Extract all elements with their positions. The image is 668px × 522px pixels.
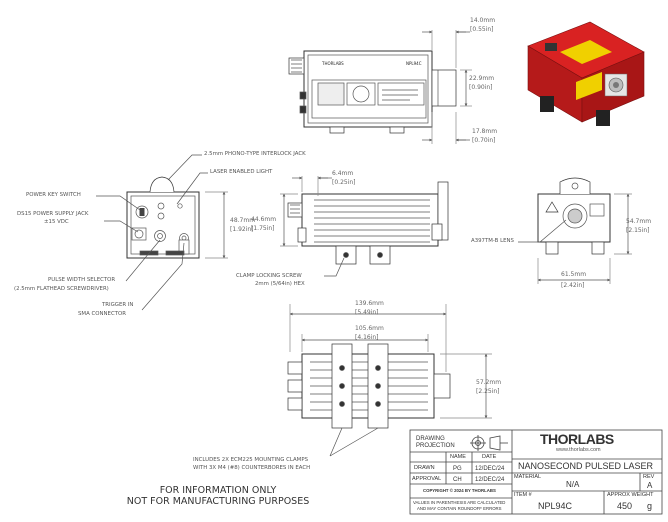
tb-col-date: DATE (482, 454, 497, 460)
dim-bottom-length-mm: 139.6mm (355, 300, 384, 307)
tb-col-name: NAME (450, 454, 466, 460)
dim-side-offset-mm: 6.4mm (332, 170, 354, 177)
tb-item-label: ITEM # (514, 492, 532, 498)
tb-item: NPL94C (538, 501, 573, 511)
callout-pulse-line1: PULSE WIDTH SELECTOR (48, 277, 116, 283)
disclaimer-line2: NOT FOR MANUFACTURING PURPOSES (126, 496, 310, 507)
dim-side-offset-in: [0.25in] (332, 179, 356, 186)
callout-trigger-line1: TRIGGER IN (102, 302, 134, 308)
callout-ds15-line1: DS15 POWER SUPPLY JACK (17, 211, 89, 217)
tb-weight-unit: g (647, 501, 653, 511)
tb-rev-label: REV (643, 474, 655, 480)
tb-title: NANOSECOND PULSED LASER (518, 461, 654, 471)
dim-front-height-in: [1.92in] (230, 226, 254, 233)
callout-ds15-line2: ±15 VDC (44, 219, 69, 225)
device-brand-label: THORLABS (322, 61, 344, 66)
tb-approval-date: 12/DEC/24 (475, 477, 505, 483)
thorlabs-logo: THORLABS (540, 431, 614, 447)
rear-view (518, 177, 632, 284)
dim-front-height-mm: 48.7mm (230, 217, 256, 224)
tb-projection-line1: DRAWING (416, 436, 445, 442)
dim-bottom-height-mm: 57.2mm (476, 379, 502, 386)
callout-lens: A397TM-B LENS (471, 238, 514, 244)
tb-drawn-name: PG (453, 466, 462, 472)
tb-approval-name: CH (453, 477, 462, 483)
dim-bottom-height-in: [2.25in] (476, 388, 500, 395)
side-view (280, 176, 449, 277)
tb-drawn-date: 12/DEC/24 (475, 466, 505, 472)
front-view (96, 154, 228, 311)
dim-top-height-mm: 22.9mm (469, 75, 495, 82)
dim-bottom-inner-in: [4.16in] (355, 334, 379, 341)
callout-trigger-line2: SMA CONNECTOR (78, 311, 126, 317)
disclaimer-line1: FOR INFORMATION ONLY (159, 485, 277, 496)
tb-material-label: MATERIAL (514, 474, 542, 480)
dim-bottom-inner-mm: 105.6mm (355, 325, 384, 332)
callout-clamp-line2: 2mm (5/64in) HEX (255, 281, 305, 287)
callout-pulse-line2: (2.5mm FLATHEAD SCREWDRIVER) (14, 286, 109, 292)
tb-drawn-label: DRAWN (414, 465, 435, 471)
callout-laser-light: LASER ENABLED LIGHT (210, 169, 273, 175)
device-render (527, 21, 645, 126)
callout-phono-jack: 2.5mm PHONO-TYPE INTERLOCK JACK (204, 151, 306, 157)
dim-top-width-mm: 14.0mm (470, 17, 496, 24)
dim-top-width-in: [0.55in] (470, 26, 494, 33)
dim-rear-width-mm: 61.5mm (561, 271, 587, 278)
dim-rear-height-in: [2.15in] (626, 227, 650, 234)
tb-url: www.thorlabs.com (556, 447, 601, 453)
callout-mount-line1: INCLUDES 2X ECM225 MOUNTING CLAMPS (193, 457, 308, 463)
device-model-label: NPL94C (406, 61, 422, 66)
tb-note-2: AND MAY CONTAIN ROUNDOFF ERRORS (417, 506, 502, 511)
dim-side-height-mm: 44.6mm (251, 216, 277, 223)
dim-top-height-in: [0.90in] (469, 84, 493, 91)
dim-bottom-length-in: [5.49in] (355, 309, 379, 316)
tb-weight-value: 450 (617, 501, 633, 511)
title-block-frame (409, 429, 663, 515)
top-view (288, 30, 472, 144)
dim-rear-height-mm: 54.7mm (626, 218, 652, 225)
callout-power-key: POWER KEY SWITCH (26, 192, 81, 198)
tb-copyright: COPYRIGHT © 2024 BY THORLABS (423, 488, 496, 493)
tb-note-1: VALUES IN PARENTHESIS ARE CALCULATED (413, 500, 506, 505)
tb-projection-line2: PROJECTION (416, 443, 455, 449)
dim-top-depth-in: [0.70in] (472, 137, 496, 144)
dim-rear-width-in: [2.42in] (561, 282, 585, 289)
callout-mount-line2: WITH 3X M4 (#8) COUNTERBORES IN EACH (193, 465, 311, 471)
tb-material: N/A (566, 480, 580, 489)
callout-clamp-line1: CLAMP LOCKING SCREW (236, 273, 302, 279)
dim-top-depth-mm: 17.8mm (472, 128, 498, 135)
tb-weight-label: APPROX WEIGHT (607, 492, 654, 498)
tb-approval-label: APPROVAL (412, 476, 442, 482)
dim-side-height-in: [1.75in] (251, 225, 275, 232)
tb-rev: A (647, 481, 653, 490)
bottom-view (287, 304, 492, 457)
